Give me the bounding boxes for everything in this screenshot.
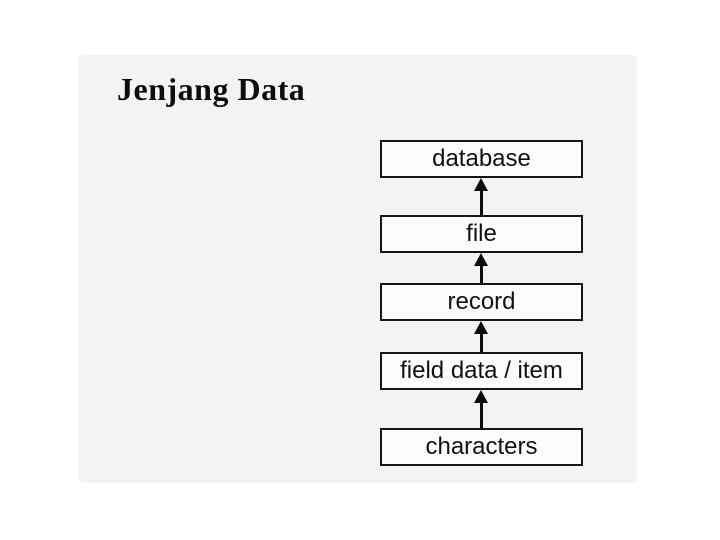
diagram-box-field-data-item: field data / item	[380, 352, 583, 390]
slide: Jenjang Data database file record field …	[78, 55, 637, 483]
connector-field-to-record	[473, 321, 489, 352]
up-arrow-head-icon	[474, 321, 488, 334]
diagram-box-file: file	[380, 215, 583, 253]
up-arrow-head-icon	[474, 178, 488, 191]
diagram-box-record: record	[380, 283, 583, 321]
arrow-stem	[479, 266, 483, 283]
connector-file-to-database	[473, 178, 489, 215]
connector-record-to-file	[473, 253, 489, 283]
diagram-box-characters: characters	[380, 428, 583, 466]
slide-title: Jenjang Data	[117, 71, 306, 107]
arrow-stem	[479, 403, 483, 428]
connector-characters-to-field	[473, 390, 489, 428]
up-arrow-head-icon	[474, 390, 488, 403]
arrow-stem	[479, 334, 483, 352]
arrow-stem	[479, 191, 483, 215]
up-arrow-head-icon	[474, 253, 488, 266]
diagram-box-database: database	[380, 140, 583, 178]
